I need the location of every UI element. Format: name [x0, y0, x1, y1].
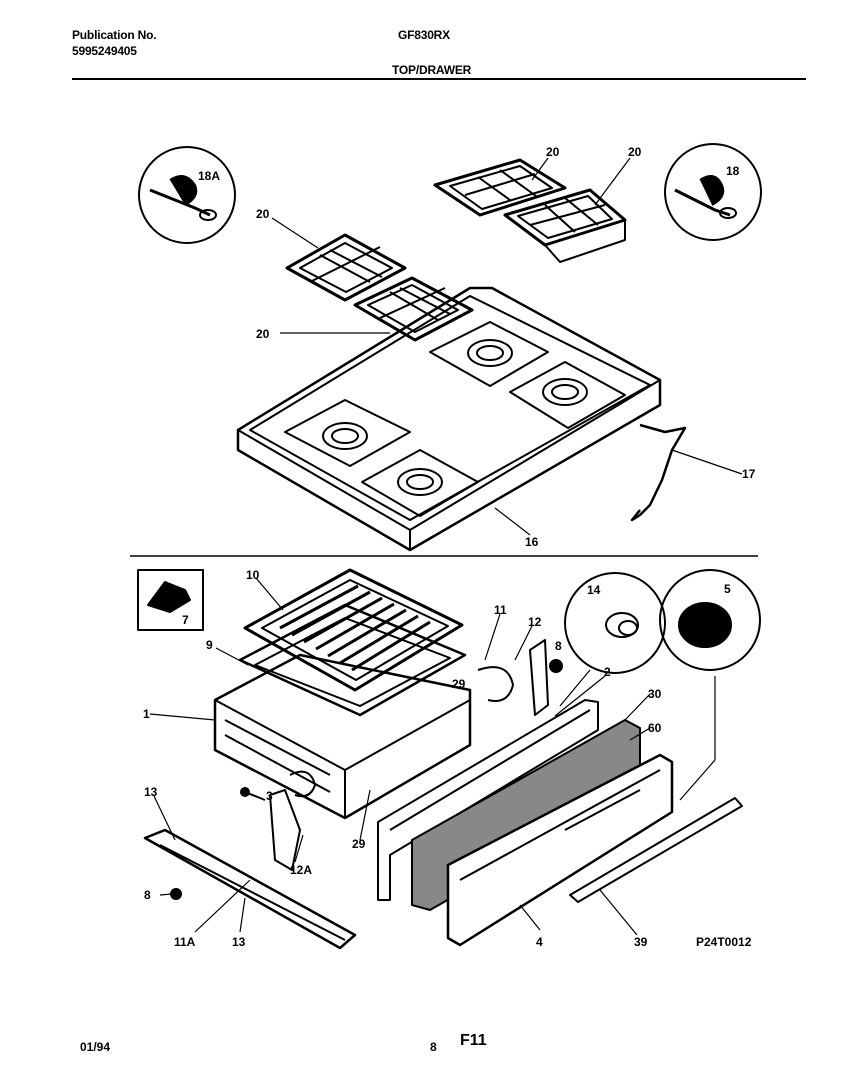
bracket-12a [269, 770, 316, 871]
callout-3: 3 [266, 789, 273, 803]
inset-18a-clip [138, 146, 236, 244]
inset-18-clip [664, 143, 762, 241]
publication-label: Publication No. [72, 28, 157, 42]
hinge-bracket-12 [477, 639, 549, 716]
header-rule [72, 78, 806, 80]
trim-strip-39 [569, 797, 743, 903]
spring-17 [630, 423, 687, 522]
drawing-id: P24T0012 [696, 935, 752, 949]
broiler-pan-9 [238, 603, 467, 717]
inset-7-bracket [137, 569, 204, 631]
publication-number: 5995249405 [72, 44, 137, 58]
drawer-front-4 [446, 753, 674, 947]
footer-date: 01/94 [80, 1040, 111, 1054]
section-title: TOP/DRAWER [392, 63, 472, 77]
model-number: GF830RX [398, 28, 450, 42]
callout-60: 60 [648, 721, 662, 735]
callout-17: 17 [742, 467, 756, 481]
callout-18a: 18A [198, 169, 220, 183]
callout-20: 20 [256, 207, 270, 221]
callout-13: 13 [144, 785, 158, 799]
callout-30: 30 [648, 687, 662, 701]
broiler-pan-insert-10 [243, 568, 464, 692]
callout-29: 29 [352, 837, 366, 851]
callout-1: 1 [143, 707, 150, 721]
callout-9: 9 [206, 638, 213, 652]
nut-8-lower [170, 888, 182, 900]
footer-figure: F11 [460, 1032, 487, 1049]
callout-8: 8 [555, 639, 562, 653]
callout-20: 20 [546, 145, 560, 159]
inset-14-knob [564, 572, 666, 674]
callout-labels: 18A 18 20 20 20 20 17 16 7 10 9 1 11 12 … [143, 145, 756, 949]
callout-12: 12 [528, 615, 542, 629]
drawer-rail-13 [143, 828, 357, 950]
callout-10: 10 [246, 568, 260, 582]
drawer-body-1 [213, 653, 472, 820]
callout-39: 39 [634, 935, 648, 949]
nut-8-upper [549, 659, 563, 673]
callout-12a: 12A [290, 863, 312, 877]
callout-13: 13 [232, 935, 246, 949]
bolt-3 [240, 787, 266, 801]
callout-29: 29 [452, 677, 466, 691]
callout-2: 2 [604, 665, 611, 679]
callout-20: 20 [628, 145, 642, 159]
callout-4: 4 [536, 935, 543, 949]
callout-11: 11 [494, 603, 507, 617]
callout-16: 16 [525, 535, 539, 549]
leader-lines [149, 157, 743, 936]
callout-11a: 11A [174, 935, 196, 949]
grate-pair-right [433, 158, 627, 263]
inset-5-knob [659, 569, 761, 671]
cooktop-16 [236, 286, 662, 552]
callout-7: 7 [182, 613, 189, 627]
grate-pair-left [285, 233, 474, 342]
footer-page-number: 8 [430, 1040, 437, 1054]
callout-20: 20 [256, 327, 270, 341]
callout-18: 18 [726, 164, 740, 178]
callout-8: 8 [144, 888, 151, 902]
drawer-inner-panel-2 [377, 699, 599, 901]
callout-5: 5 [724, 582, 731, 596]
callout-14: 14 [587, 583, 601, 597]
